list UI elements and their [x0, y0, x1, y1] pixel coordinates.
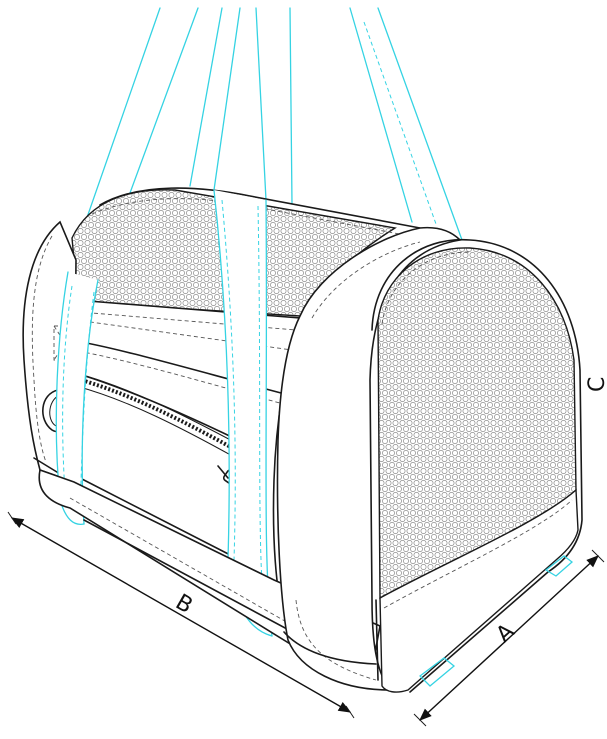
label-c: C	[585, 377, 607, 392]
label-b: B	[171, 590, 197, 619]
label-a: A	[492, 619, 520, 648]
dimension-a	[413, 549, 605, 727]
dimension-b	[7, 511, 355, 719]
front-zipper	[73, 376, 237, 452]
